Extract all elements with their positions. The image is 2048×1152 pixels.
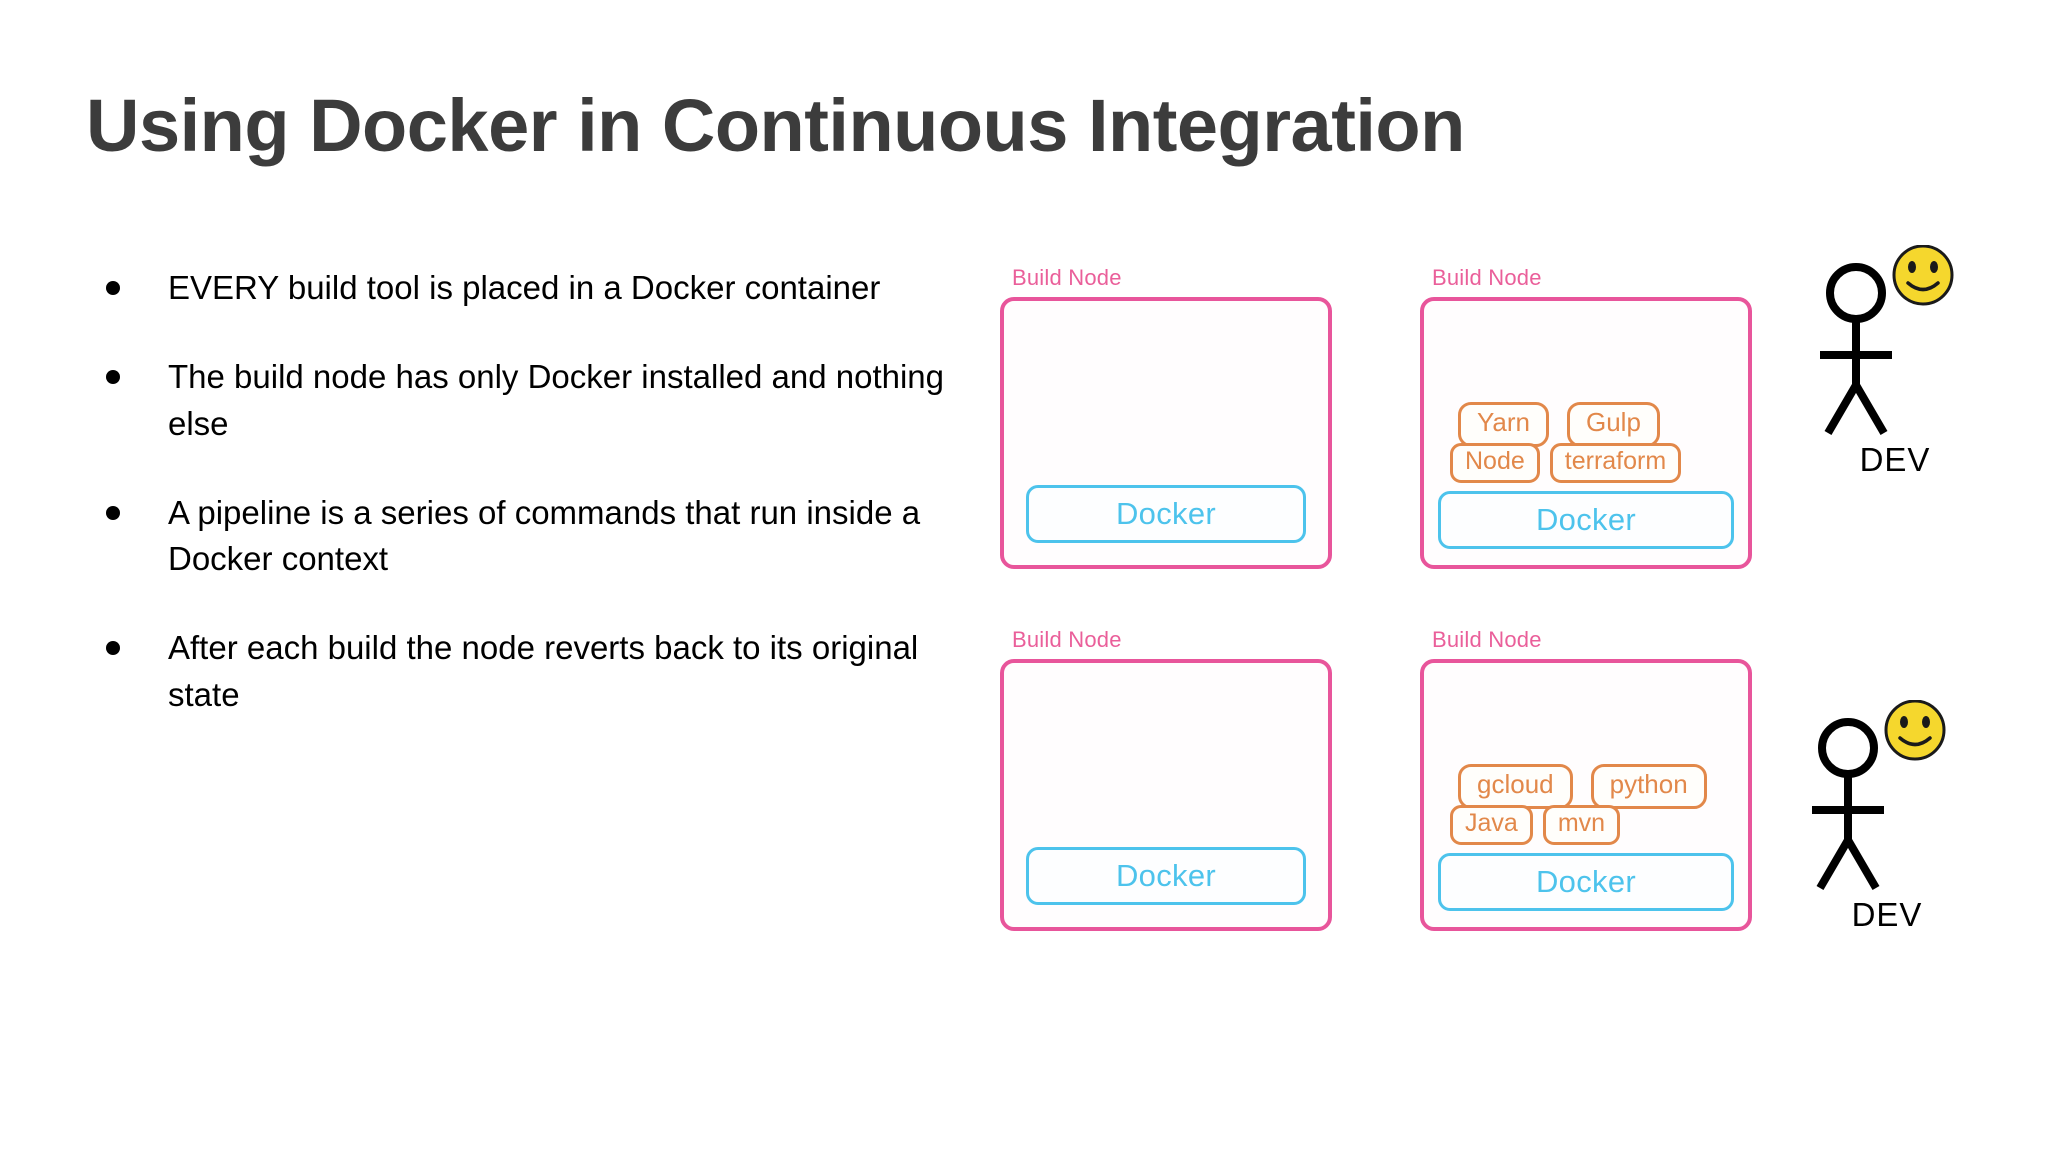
tool-chip-python: python (1590, 764, 1707, 810)
tool-chip-terraform: terraform (1549, 443, 1682, 483)
dev-figure-1: DEV (1820, 245, 2010, 495)
bullet-dot-icon (106, 281, 120, 295)
build-node-1: Build Node Docker (1000, 265, 1332, 569)
docker-label: Docker (1116, 858, 1216, 893)
bullet-list: EVERY build tool is placed in a Docker c… (106, 265, 966, 761)
smiley-face-icon (1892, 245, 1954, 306)
build-node-label: Build Node (1012, 627, 1122, 652)
tool-chip-java: Java (1450, 805, 1533, 845)
tool-chip-mvn: mvn (1542, 805, 1621, 845)
tool-chip-node: Node (1450, 443, 1540, 483)
build-node-box: Yarn Gulp Node terraform Docker (1420, 297, 1752, 569)
build-node-3: Build Node Docker (1000, 627, 1332, 931)
stick-figure-icon (1812, 700, 1946, 891)
build-node-label: Build Node (1012, 265, 1122, 290)
tool-chip-gcloud: gcloud (1458, 764, 1573, 810)
list-item: EVERY build tool is placed in a Docker c… (106, 265, 966, 312)
tool-chip-row: gcloud python (1458, 764, 1734, 810)
tool-chip-yarn: Yarn (1458, 402, 1549, 448)
tool-chip-group: Yarn Gulp Node terraform (1450, 402, 1734, 483)
docker-container-box: Docker (1026, 485, 1306, 543)
docker-label: Docker (1116, 496, 1216, 531)
docker-container-box: Docker (1438, 491, 1734, 549)
tool-chip-row: Yarn Gulp (1458, 402, 1734, 448)
list-item: A pipeline is a series of commands that … (106, 490, 966, 584)
build-node-4: Build Node gcloud python Java mvn Docker (1420, 627, 1752, 931)
build-node-label: Build Node (1432, 265, 1542, 290)
build-node-box: gcloud python Java mvn Docker (1420, 659, 1752, 931)
docker-container-box: Docker (1026, 847, 1306, 905)
docker-container-box: Docker (1438, 853, 1734, 911)
bullet-dot-icon (106, 505, 120, 520)
build-node-box: Docker (1000, 659, 1332, 931)
build-node-label: Build Node (1432, 627, 1542, 652)
docker-label: Docker (1536, 502, 1636, 537)
dev-label: DEV (1851, 896, 1923, 933)
build-node-2: Build Node Yarn Gulp Node terraform Dock… (1420, 265, 1752, 569)
bullet-text: EVERY build tool is placed in a Docker c… (168, 269, 881, 306)
tool-chip-row: Java mvn (1450, 805, 1734, 845)
bullet-dot-icon (106, 641, 120, 656)
bullet-text: After each build the node reverts back t… (168, 629, 919, 714)
tool-chip-row: Node terraform (1450, 443, 1734, 483)
bullet-dot-icon (106, 369, 120, 384)
tool-chip-group: gcloud python Java mvn (1450, 764, 1734, 845)
bullet-text: A pipeline is a series of commands that … (168, 493, 921, 578)
bullet-text: The build node has only Docker installed… (168, 357, 945, 442)
build-node-diagram: Build Node Docker Build Node Yarn Gulp N… (960, 240, 2020, 1000)
list-item: The build node has only Docker installed… (106, 354, 966, 448)
stick-figure-icon (1820, 245, 1954, 436)
dev-label: DEV (1859, 441, 1931, 478)
page-title: Using Docker in Continuous Integration (86, 84, 1465, 167)
list-item: After each build the node reverts back t… (106, 625, 966, 719)
build-node-box: Docker (1000, 297, 1332, 569)
tool-chip-gulp: Gulp (1567, 402, 1660, 448)
smiley-face-icon (1884, 700, 1946, 761)
docker-label: Docker (1536, 864, 1636, 899)
dev-figure-2: DEV (1812, 700, 2002, 950)
